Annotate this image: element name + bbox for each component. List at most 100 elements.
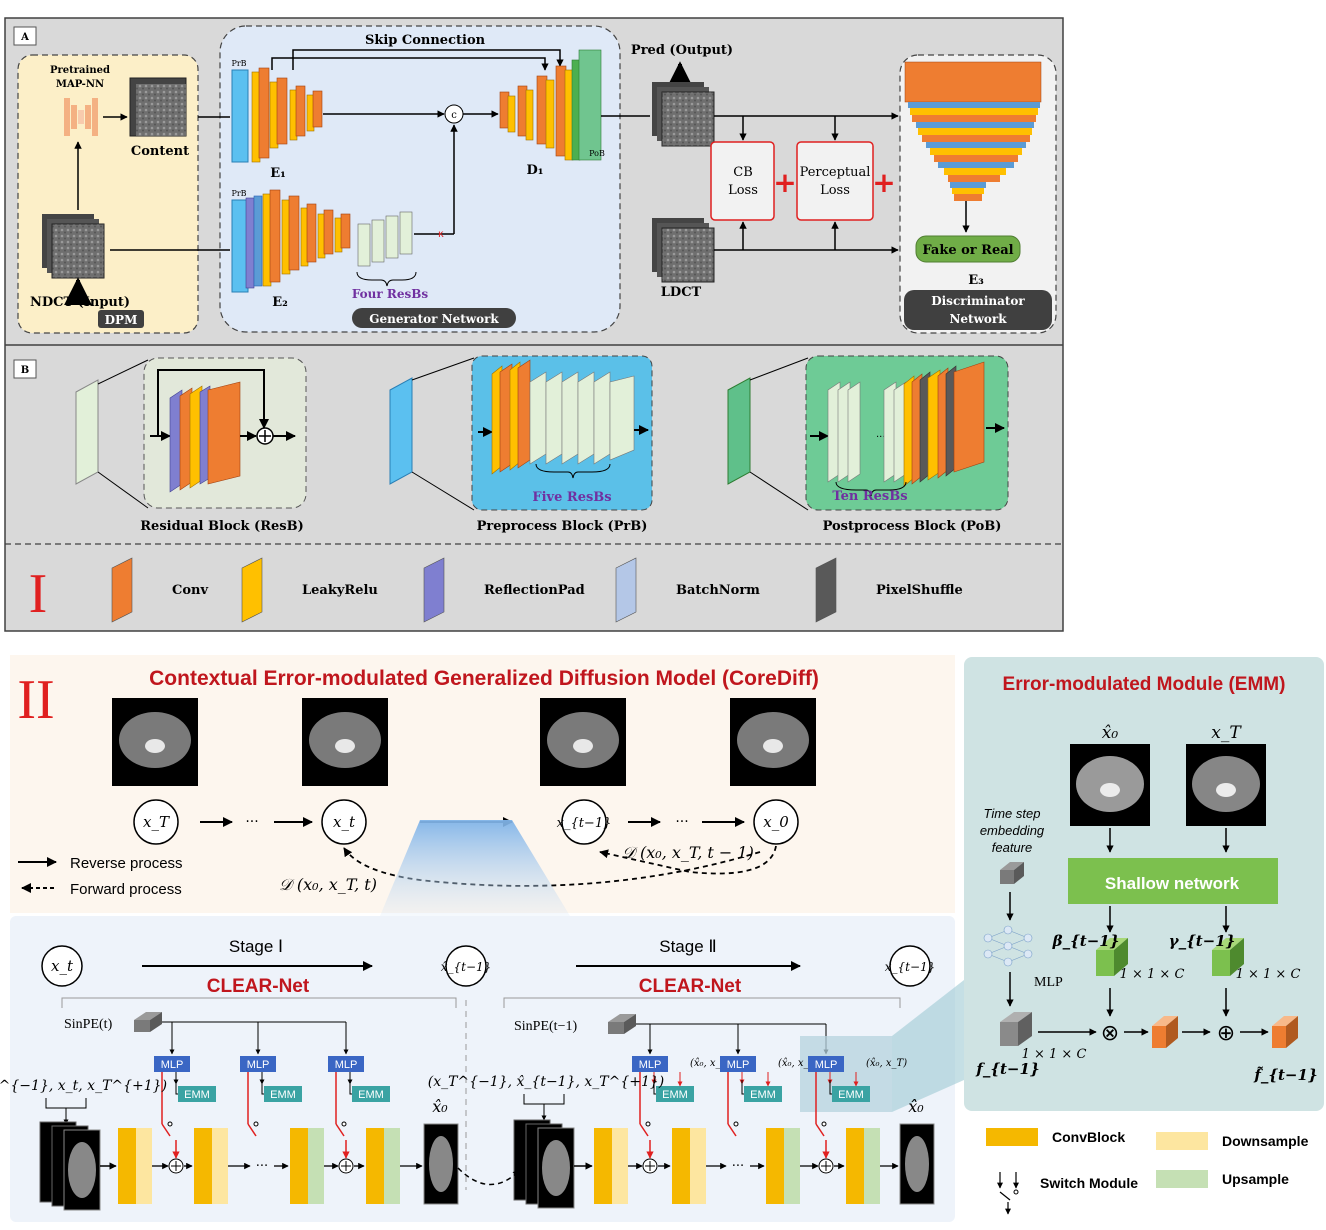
- forward-d-t: 𝒟 (x₀, x_T, t): [279, 875, 377, 894]
- emm-label: EMM: [358, 1089, 384, 1101]
- gamma-label: γ_{t−1}: [1169, 932, 1236, 950]
- legend-i-item: PixelShuffle: [815, 557, 963, 623]
- prb-diagram: [389, 355, 653, 511]
- svg-text:···: ···: [675, 814, 688, 830]
- clearnet-label-1: CLEAR-Net: [207, 976, 310, 997]
- x0-xT-pair: (x̂₀, x_T): [866, 1058, 907, 1069]
- otimes-op: ⊗: [1101, 1021, 1119, 1046]
- mlp-emm-unit: MLP EMM: [154, 1056, 216, 1137]
- svg-text:feature: feature: [992, 840, 1032, 855]
- forward-process-label: Forward process: [70, 881, 182, 898]
- node-xhat-tm1: x̂_{t−1}: [441, 945, 491, 987]
- dim-beta-label: 1 × 1 × C: [1120, 967, 1185, 982]
- svg-text:Perceptual: Perceptual: [800, 165, 871, 180]
- oplus-op: ⊕: [1217, 1021, 1235, 1046]
- beta-label: β_{t−1}: [1052, 932, 1120, 950]
- clearnet-label-2: CLEAR-Net: [639, 976, 742, 997]
- svg-text:embedding: embedding: [980, 823, 1045, 838]
- node-xtm1-stage2: x_{t−1}: [885, 945, 935, 987]
- d1-label: D₁: [527, 163, 544, 178]
- svg-text:PixelShuffle: PixelShuffle: [876, 583, 963, 598]
- x0-xT-pair: (x̂₀, x_T): [690, 1058, 731, 1069]
- pretrained-label: Pretrained: [50, 65, 110, 76]
- four-resbs-blocks: [357, 211, 413, 267]
- state-node-xT: x_T: [133, 799, 179, 845]
- emm-label: EMM: [662, 1089, 688, 1101]
- dpm-label: DPM: [105, 313, 138, 327]
- sum-node: [642, 1140, 658, 1174]
- forward-d-tm1: 𝒟 (x₀, x_T, t − 1): [622, 843, 754, 862]
- svg-text:x_t: x_t: [51, 957, 74, 975]
- stage2-label: Stage Ⅱ: [659, 937, 717, 956]
- panel-i: A Pretrained MAP-NN Content NDCT (Input): [4, 17, 1064, 632]
- state-node-xt: x_t: [321, 799, 367, 845]
- emm-title: Error-modulated Module (EMM): [1003, 674, 1286, 695]
- four-resbs-label: Four ResBs: [352, 287, 429, 301]
- emm-xT-label: x_T: [1211, 723, 1242, 743]
- resb-diagram: [75, 357, 307, 509]
- beta-block: [1096, 938, 1128, 976]
- svg-text:Switch Module: Switch Module: [1040, 1175, 1138, 1191]
- e3-label: E₃: [968, 273, 984, 288]
- section-a-label: A: [20, 32, 29, 43]
- discriminator-layers: [904, 61, 1042, 201]
- ndct-ct-image: [42, 214, 105, 279]
- prb-title: Preprocess Block (PrB): [477, 519, 648, 534]
- chain-dots: ···: [732, 1159, 744, 1174]
- stage1-label: Stage Ⅰ: [229, 937, 283, 956]
- state-node-xtm1: x_{t−1}: [557, 799, 612, 845]
- mlp-label: MLP: [161, 1059, 184, 1071]
- prb-label-e1: PrB: [231, 59, 246, 68]
- conv-block: [766, 1128, 800, 1204]
- x0-xT-pair: (x̂₀, x_T): [778, 1058, 819, 1069]
- coreddiff-title: Contextual Error-modulated Generalized D…: [149, 667, 819, 690]
- time-step-label-1: Time step: [984, 806, 1041, 821]
- input-ct-stack-2: [513, 1119, 575, 1209]
- svg-text:x_{t−1}: x_{t−1}: [557, 816, 612, 831]
- svg-text:BatchNorm: BatchNorm: [676, 583, 760, 598]
- e1-label: E₁: [270, 166, 286, 181]
- svg-text:ConvBlock: ConvBlock: [1052, 1129, 1125, 1145]
- resb-title: Residual Block (ResB): [140, 519, 304, 534]
- ndct-label: NDCT (Input): [30, 295, 130, 310]
- svg-text:···: ···: [876, 432, 886, 443]
- legend-ii: ConvBlock Downsample Switch Module Upsam…: [986, 1128, 1309, 1215]
- conv-block: [594, 1128, 628, 1204]
- pred-ct-image: [652, 82, 715, 147]
- svg-text:Upsample: Upsample: [1222, 1171, 1289, 1187]
- svg-text:Loss: Loss: [728, 183, 758, 198]
- svg-text:x_T: x_T: [143, 813, 170, 831]
- f-tm1-label: f_{t−1}: [975, 1060, 1039, 1078]
- prb-label-e2: PrB: [231, 189, 246, 198]
- generator-network-label: Generator Network: [369, 312, 499, 326]
- svg-text:Downsample: Downsample: [1222, 1133, 1309, 1149]
- sinpe-t-label: SinPE(t): [64, 1017, 113, 1032]
- input-tuple-1: (x_T^{−1}, x_t, x_T^{+1}): [0, 1078, 167, 1094]
- legend-i-item: BatchNorm: [615, 557, 760, 623]
- pob-label-d1: PoB: [589, 149, 605, 158]
- svg-text:CB: CB: [733, 165, 753, 180]
- shallow-network-box: [1068, 858, 1278, 904]
- svg-text:Shallow network: Shallow network: [1105, 874, 1240, 893]
- legend-i-item: LeakyRelu: [241, 557, 378, 623]
- svg-text:x_0: x_0: [763, 813, 789, 831]
- state-node-x0: x_0: [753, 799, 799, 845]
- emm-label: EMM: [270, 1089, 296, 1101]
- output-ct-2: [899, 1123, 935, 1205]
- mlp-label: MLP: [335, 1059, 358, 1071]
- conv-block: [118, 1128, 152, 1204]
- ldct-ct-image: [652, 218, 715, 283]
- ldct-label: LDCT: [661, 285, 702, 300]
- input-ct-stack-1: [39, 1121, 101, 1211]
- emm-label: EMM: [184, 1089, 210, 1101]
- xhathat0-label: x̂̂₀: [908, 1097, 924, 1116]
- conv-block: [366, 1128, 400, 1204]
- dim-f-label: 1 × 1 × C: [1022, 1047, 1087, 1062]
- svg-text:Conv: Conv: [172, 583, 208, 598]
- e2-encoder: [231, 189, 351, 293]
